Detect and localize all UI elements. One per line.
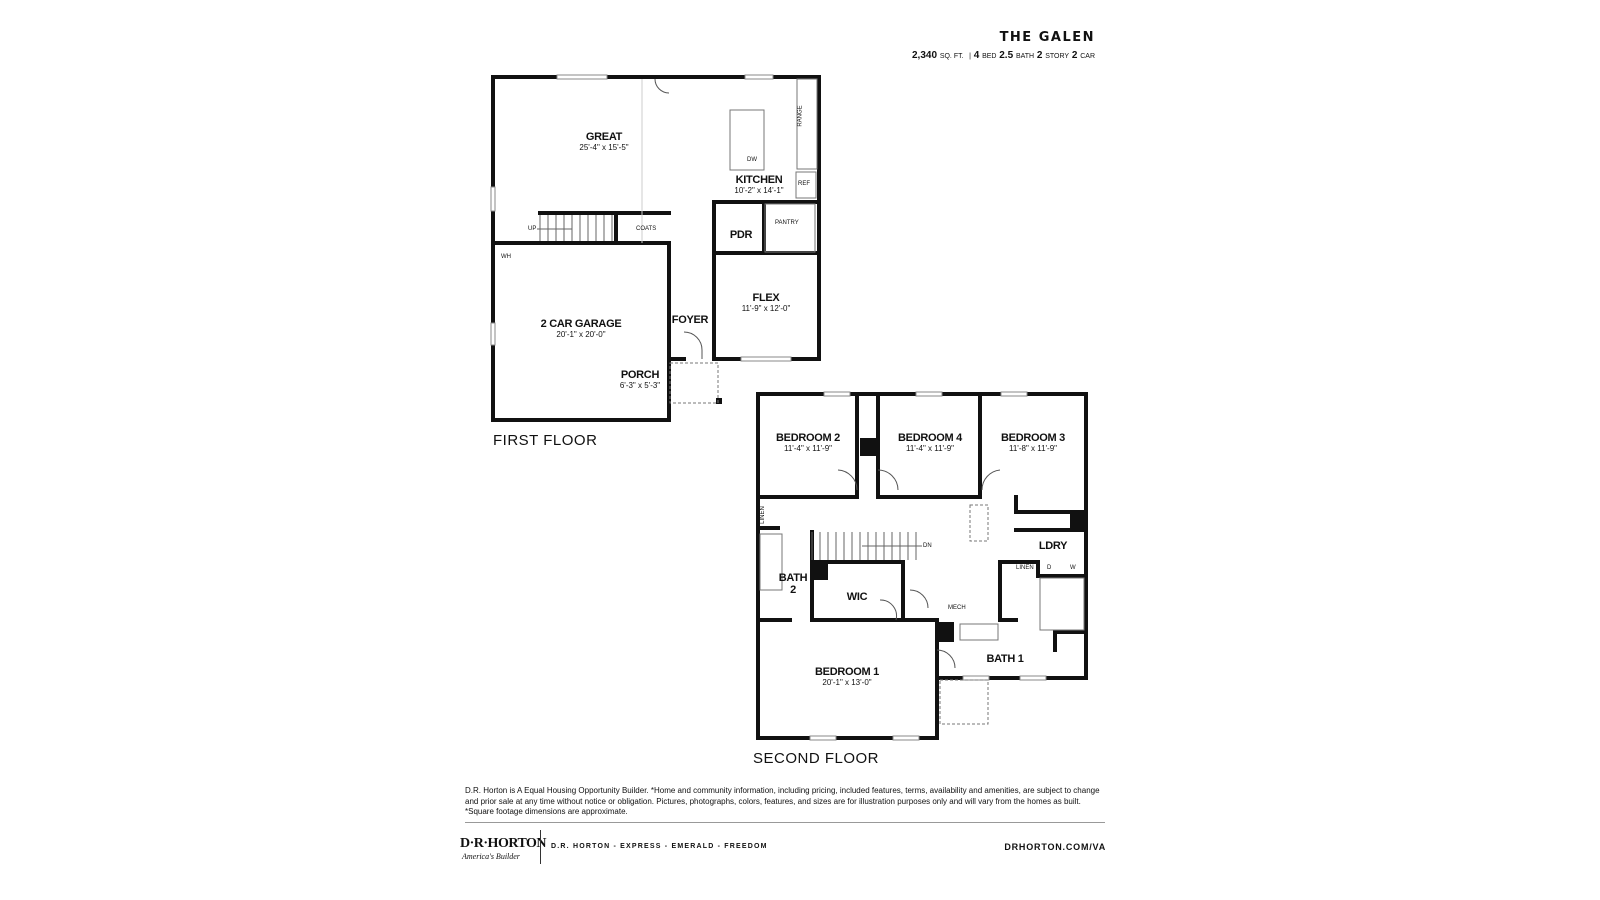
room-bedroom-2: BEDROOM 2 11'-4" x 11'-9" — [776, 432, 840, 453]
brand-list: D.R. HORTON - EXPRESS - EMERALD - FREEDO… — [551, 843, 768, 850]
room-bedroom-1: BEDROOM 1 20'-1" x 13'-0" — [815, 666, 879, 687]
spec-separator: | — [969, 53, 971, 60]
room-bath-1: BATH 1 — [986, 653, 1024, 665]
logo-divider — [540, 830, 541, 864]
beds-unit: BED — [982, 53, 997, 60]
room-bedroom-4: BEDROOM 4 11'-4" x 11'-9" — [898, 432, 962, 453]
room-wic: WIC — [846, 591, 868, 603]
drhorton-logo: D·R·HORTON — [460, 836, 547, 851]
stories-value: 2 — [1036, 50, 1043, 61]
baths-unit: BATH — [1015, 53, 1035, 60]
label-wh: WH — [501, 254, 511, 260]
website-link[interactable]: DRHORTON.COM/VA — [1004, 842, 1106, 852]
room-flex: FLEX 11'-9" x 12'-0" — [741, 292, 791, 313]
room-porch: PORCH 6'-3" x 5'-3" — [619, 369, 661, 390]
label-dn: DN — [923, 543, 932, 549]
label-range: RANGE — [797, 105, 804, 127]
label-ref: REF — [798, 181, 810, 187]
label-washer: W — [1070, 565, 1076, 571]
first-floor-label: FIRST FLOOR — [493, 432, 598, 449]
room-kitchen: KITCHEN 10'-2" x 14'-1" — [734, 174, 784, 195]
label-dw: DW — [747, 157, 757, 163]
label-linen: LINEN — [759, 506, 766, 524]
sqft-value: 2,340 — [912, 50, 938, 61]
plan-specs: 2,340 SQ. FT. | 4 BED 2.5 BATH 2 STORY 2… — [912, 50, 1095, 61]
logo-tagline: America's Builder — [462, 852, 520, 861]
label-mech: MECH — [948, 605, 966, 611]
room-bedroom-3: BEDROOM 3 11'-8" x 11'-9" — [1001, 432, 1065, 453]
label-dryer: D — [1047, 565, 1052, 571]
room-bath-2: BATH 2 — [778, 572, 808, 596]
garage-value: 2 — [1071, 50, 1078, 61]
label-linen-2: LINEN — [1016, 565, 1034, 571]
footer-divider — [465, 822, 1105, 823]
baths-value: 2.5 — [999, 50, 1014, 61]
room-pdr: PDR — [729, 229, 753, 241]
plan-title: THE GALEN — [999, 30, 1095, 45]
stories-unit: STORY — [1045, 53, 1070, 60]
room-foyer: FOYER — [671, 314, 709, 326]
disclaimer-text: D.R. Horton is A Equal Housing Opportuni… — [465, 786, 1100, 816]
label-coats: COATS — [636, 226, 657, 232]
garage-unit: CAR — [1080, 53, 1095, 60]
sqft-unit: SQ. FT. — [939, 53, 964, 60]
room-garage: 2 CAR GARAGE 20'-1" x 20'-0" — [540, 318, 622, 339]
room-great: GREAT 25'-4" x 15'-5" — [579, 131, 629, 152]
room-laundry: LDRY — [1038, 540, 1068, 552]
label-up: UP — [528, 226, 537, 232]
second-floor-label: SECOND FLOOR — [753, 750, 880, 767]
beds-value: 4 — [973, 50, 980, 61]
label-pantry: PANTRY — [775, 220, 799, 226]
